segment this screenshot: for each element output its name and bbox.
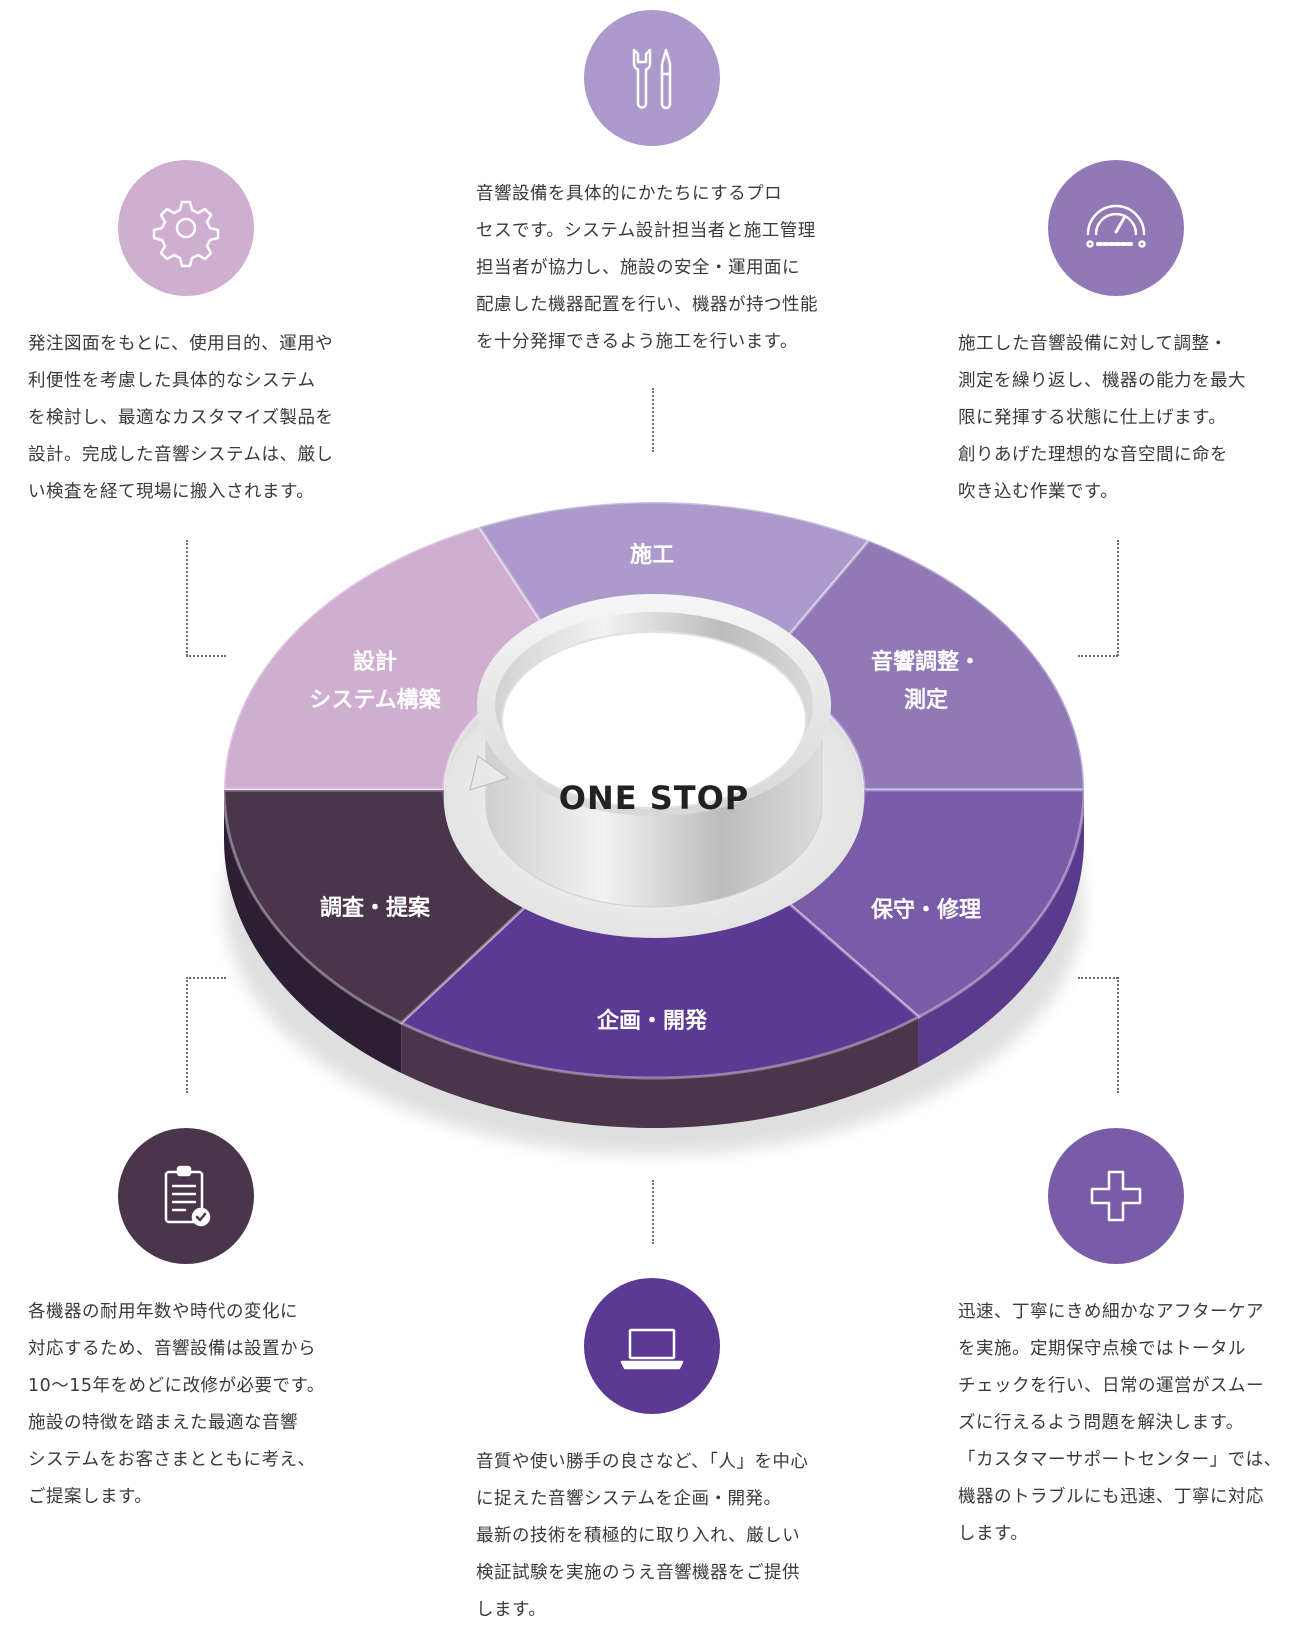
one-stop-label: ONE STOP [558,779,750,817]
ring-arrow-head [469,755,510,791]
plus-cross-icon [1090,1170,1142,1222]
design-icon-circle [118,160,254,296]
connector-design-v [186,540,188,656]
clipboard-check-icon [164,1165,211,1227]
segment-side-survey [224,790,402,1073]
meter-icon [1086,204,1146,248]
tools-icon [632,48,672,110]
survey-description: 各機器の耐用年数や時代の変化に 対応するため、音響設備は設置から 10〜15年を… [28,1302,325,1507]
development-description: 音質や使い勝手の良さなど、「人」を中心 に捉えた音響システムを企画・開発。 最新… [476,1452,809,1620]
segment-label-development: 企画・開発 [596,1009,708,1034]
connector-tuning-v [1117,540,1119,656]
maintenance-description: 迅速、丁寧にきめ細かなアフターケア を実施。定期保守点検ではトータル チェックを… [958,1302,1282,1544]
construction-icon-circle [584,10,720,146]
wheel-sides [224,790,1084,1129]
connector-development [652,1180,654,1244]
connector-maintenance-h [1078,977,1118,979]
connector-survey-v [186,977,188,1093]
survey-icon-circle [118,1128,254,1264]
tuning-description: 施工した音響設備に対して調整・ 測定を繰り返し、機器の能力を最大 限に発揮する状… [958,334,1246,502]
segment-development [398,896,922,1080]
development-icon-circle [584,1278,720,1414]
connector-maintenance-v [1117,977,1119,1093]
segment-label-tuning: 音響調整・ 測定 [870,650,982,713]
center-ring-top [477,594,831,816]
connector-construction [652,388,654,452]
design-description: 発注図面をもとに、使用目的、運用や 利便性を考慮した具体的なシステム を検討し、… [28,334,334,502]
center-ring [485,602,823,908]
connector-design-h [186,655,226,657]
segment-construction [476,500,872,673]
segment-label-design: 設計 システム構築 [309,650,441,713]
segment-label-maintenance: 保守・修理 [870,898,982,923]
laptop-icon [620,1328,684,1370]
connector-tuning-h [1078,655,1118,657]
maintenance-icon-circle [1048,1128,1184,1264]
tuning-icon-circle [1048,160,1184,296]
segment-label-construction: 施工 [629,543,675,568]
gear-icon [152,200,220,268]
connector-survey-h [186,977,226,979]
segment-label-survey: 調査・提案 [319,896,431,921]
construction-description: 音響設備を具体的にかたちにするプロ セスです。システム設計担当者と施工管理 担当… [476,184,818,352]
